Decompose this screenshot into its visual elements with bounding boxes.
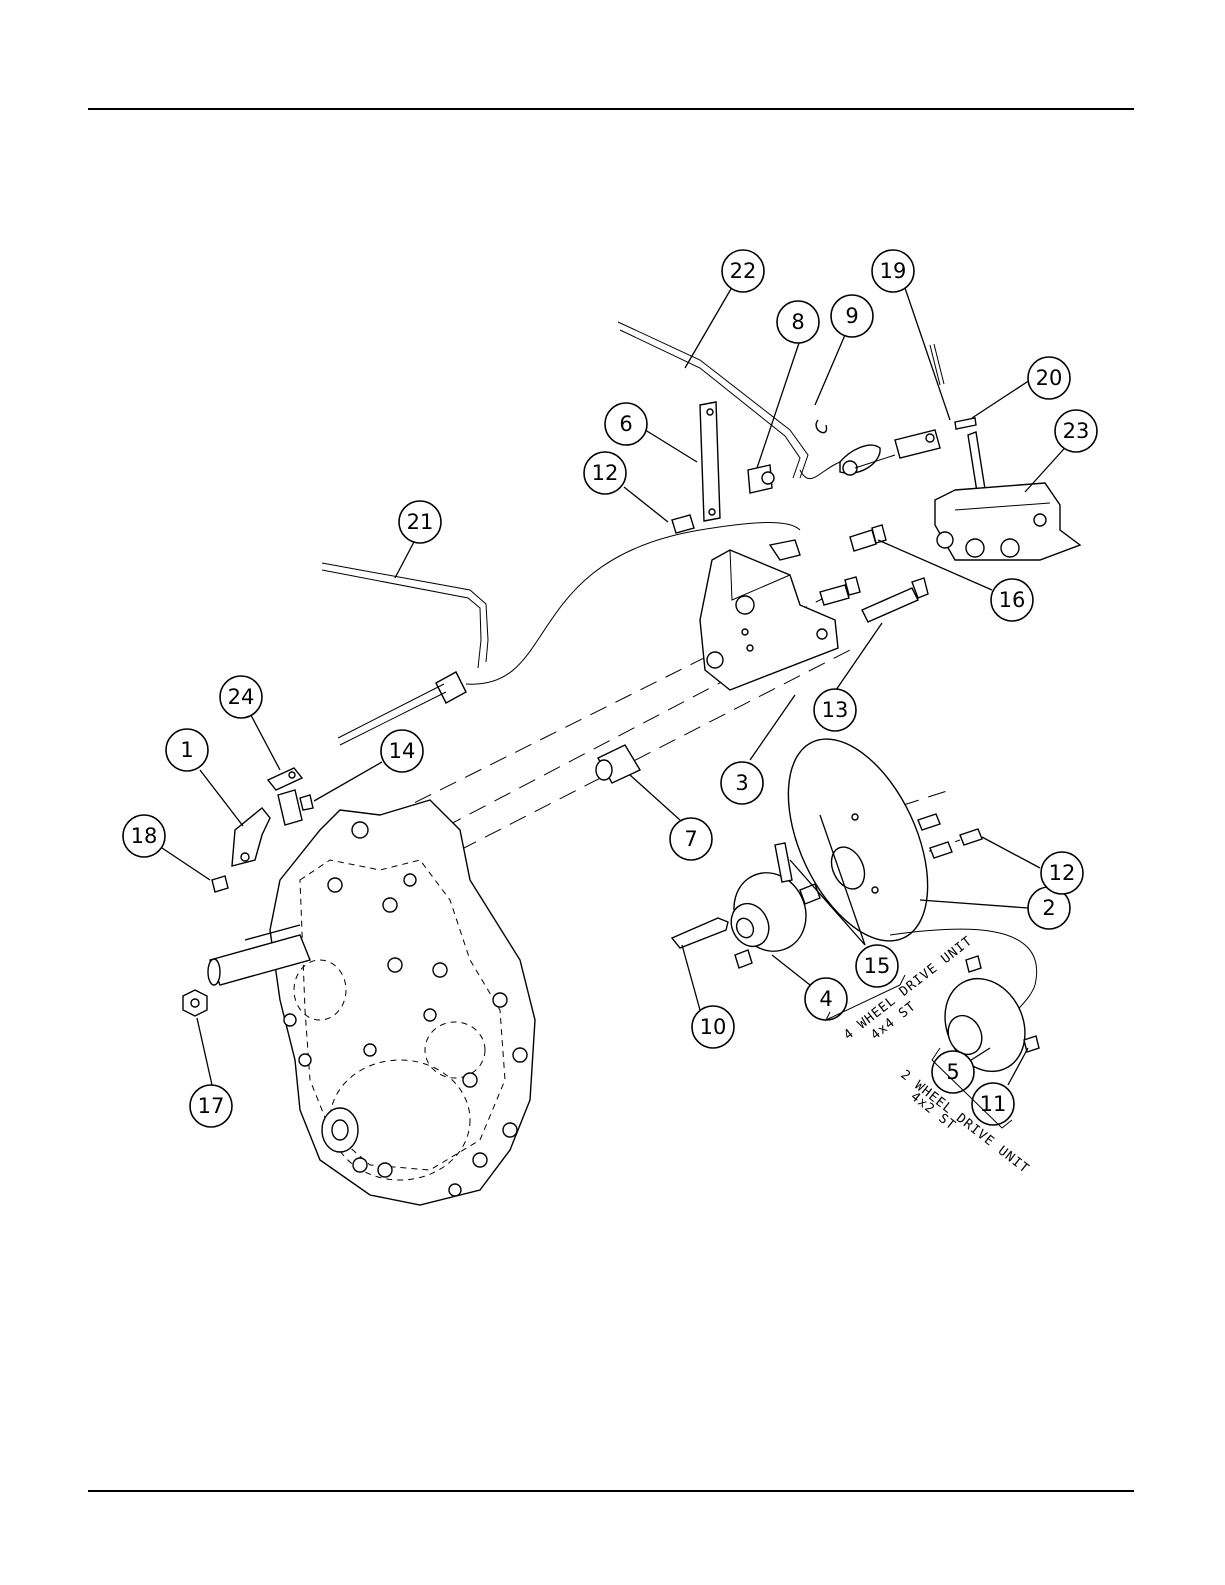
svg-text:24: 24 bbox=[228, 685, 255, 709]
bracket-part-3 bbox=[700, 540, 838, 690]
svg-text:2: 2 bbox=[1042, 896, 1055, 920]
callout-9: 9 bbox=[831, 295, 873, 337]
svg-text:23: 23 bbox=[1063, 419, 1090, 443]
callout-14: 14 bbox=[381, 730, 423, 772]
strap-part-6 bbox=[700, 402, 720, 521]
clip-part-8 bbox=[748, 465, 774, 493]
svg-text:9: 9 bbox=[845, 304, 858, 328]
svg-text:4: 4 bbox=[819, 987, 832, 1011]
svg-text:20: 20 bbox=[1036, 366, 1063, 390]
svg-text:10: 10 bbox=[700, 1015, 727, 1039]
shift-assembly-part-23 bbox=[935, 432, 1080, 560]
callout-17: 17 bbox=[190, 1085, 232, 1127]
svg-text:6: 6 bbox=[619, 412, 632, 436]
svg-text:1: 1 bbox=[180, 738, 193, 762]
svg-text:19: 19 bbox=[880, 259, 907, 283]
svg-text:12: 12 bbox=[1049, 861, 1076, 885]
svg-text:11: 11 bbox=[980, 1092, 1007, 1116]
svg-text:18: 18 bbox=[131, 824, 158, 848]
svg-text:16: 16 bbox=[999, 588, 1026, 612]
callout-6: 6 bbox=[605, 403, 647, 445]
callout-5: 5 bbox=[932, 1051, 974, 1093]
transaxle-housing bbox=[208, 800, 535, 1205]
callout-19: 19 bbox=[872, 250, 914, 292]
callout-10: 10 bbox=[692, 1006, 734, 1048]
callout-20: 20 bbox=[1028, 357, 1070, 399]
callout-15: 15 bbox=[856, 945, 898, 987]
callout-22: 22 bbox=[722, 250, 764, 292]
callout-21: 21 bbox=[399, 501, 441, 543]
callout-18: 18 bbox=[123, 815, 165, 857]
svg-text:13: 13 bbox=[822, 698, 849, 722]
svg-text:17: 17 bbox=[198, 1094, 225, 1118]
cable-part-22 bbox=[618, 322, 840, 479]
callout-7: 7 bbox=[670, 818, 712, 860]
svg-text:21: 21 bbox=[407, 510, 434, 534]
callout-3: 3 bbox=[721, 762, 763, 804]
callout-1: 1 bbox=[166, 729, 208, 771]
callout-8: 8 bbox=[777, 301, 819, 343]
svg-text:7: 7 bbox=[684, 827, 697, 851]
svg-text:22: 22 bbox=[730, 259, 757, 283]
callout-4: 4 bbox=[805, 978, 847, 1020]
callout-12-right: 12 bbox=[1041, 852, 1083, 894]
svg-text:14: 14 bbox=[389, 739, 416, 763]
svg-text:8: 8 bbox=[791, 310, 804, 334]
svg-text:12: 12 bbox=[592, 461, 619, 485]
callout-12-top: 12 bbox=[584, 452, 626, 494]
callout-23: 23 bbox=[1055, 410, 1097, 452]
hex-key-part-10 bbox=[672, 918, 728, 948]
callout-16: 16 bbox=[991, 579, 1033, 621]
callout-13: 13 bbox=[814, 689, 856, 731]
bolts-part-12-right bbox=[918, 814, 982, 858]
svg-text:15: 15 bbox=[864, 954, 891, 978]
bolt-part-12-top bbox=[672, 515, 694, 533]
callout-24: 24 bbox=[220, 676, 262, 718]
bolts-part-16-13 bbox=[820, 525, 928, 622]
clevis-assembly bbox=[816, 344, 976, 475]
svg-text:3: 3 bbox=[735, 771, 748, 795]
